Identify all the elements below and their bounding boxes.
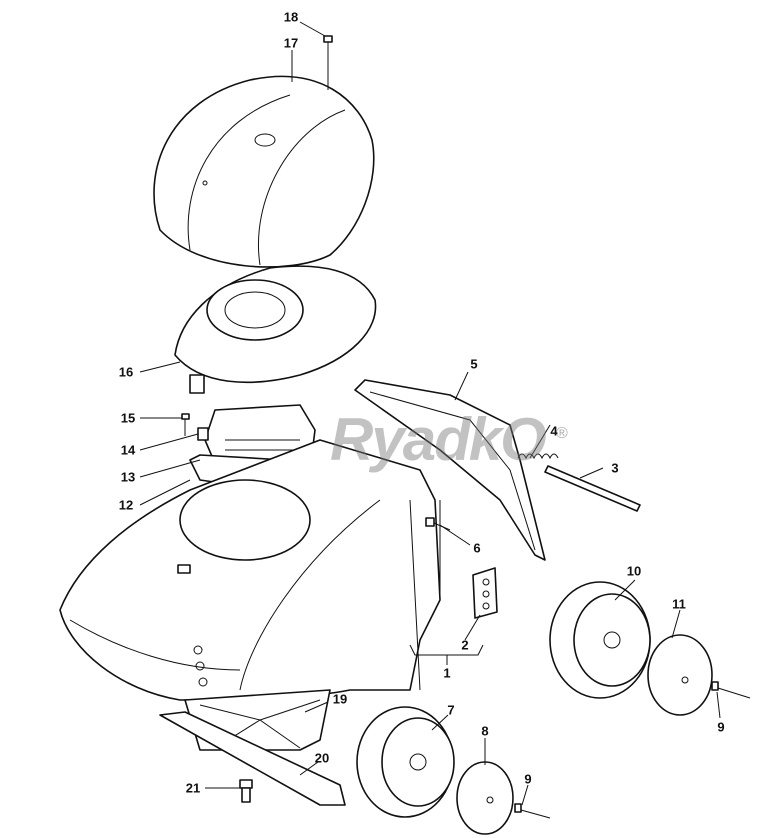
callout-2: 2 <box>461 637 469 653</box>
callout-19: 19 <box>332 691 348 707</box>
callout-4: 4 <box>550 423 558 439</box>
callout-14: 14 <box>120 442 136 458</box>
bolt-part-9b <box>514 803 551 819</box>
callout-1: 1 <box>443 665 451 681</box>
callout-13: 13 <box>120 469 136 485</box>
watermark-logo: RyadkO <box>330 406 547 473</box>
hubcap-part-8 <box>456 761 514 835</box>
callout-17: 17 <box>283 35 299 51</box>
callout-6: 6 <box>473 540 481 556</box>
callout-18: 18 <box>283 9 299 25</box>
hubcap-part-11 <box>647 634 713 716</box>
screw-part-15 <box>181 413 190 436</box>
callout-20: 20 <box>314 750 330 766</box>
wheel-part-7 <box>356 706 455 818</box>
wheel-part-10 <box>549 581 651 699</box>
top-cover-part-17 <box>153 75 375 268</box>
motor-housing-part-16 <box>174 265 377 394</box>
callout-16: 16 <box>118 364 134 380</box>
callout-7: 7 <box>447 702 455 718</box>
blade-part-20 <box>159 711 346 806</box>
nut-part-14 <box>197 427 209 441</box>
registered-mark: ® <box>556 425 568 442</box>
bolt-part-21 <box>239 779 253 803</box>
leader-lines <box>139 21 721 806</box>
bolt-part-9a <box>711 681 751 699</box>
callout-5: 5 <box>470 356 478 372</box>
callout-12: 12 <box>118 497 134 513</box>
callout-3: 3 <box>611 460 619 476</box>
rear-flap-part-5 <box>354 379 546 561</box>
callout-15: 15 <box>120 410 136 426</box>
screw-part-18 <box>323 35 333 90</box>
mower-deck-part-1 <box>59 439 441 701</box>
callout-21: 21 <box>185 780 201 796</box>
rod-part-3 <box>544 465 641 512</box>
bracket-part-2 <box>472 567 498 619</box>
callout-8: 8 <box>481 723 489 739</box>
callout-11: 11 <box>672 596 686 612</box>
callout-10: 10 <box>626 563 642 579</box>
callout-9-right: 9 <box>717 719 725 735</box>
callout-9-bottom: 9 <box>524 771 532 787</box>
spring-part-4 <box>517 453 559 460</box>
